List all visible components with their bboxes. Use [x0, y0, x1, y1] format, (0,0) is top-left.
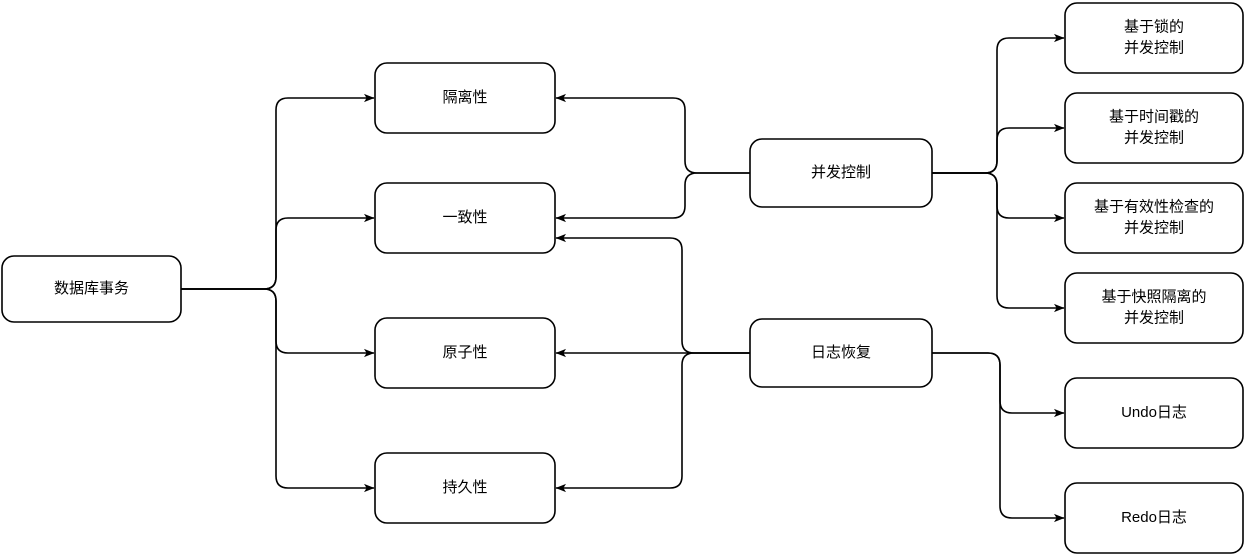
node-label-undo-log: Undo日志	[1121, 404, 1187, 421]
node-shape[interactable]	[374, 317, 556, 389]
node-label-line: Undo日志	[1121, 404, 1187, 421]
node-label-line: 并发控制	[811, 164, 871, 181]
node-label-line: 并发控制	[1124, 219, 1184, 236]
node-label-line: 基于有效性检查的	[1094, 198, 1214, 215]
node-label-database-transaction: 数据库事务	[54, 280, 129, 297]
node-shape[interactable]	[1, 255, 182, 323]
node-atomicity[interactable]: 原子性	[374, 317, 556, 389]
node-label-line: 数据库事务	[54, 280, 129, 297]
edge-concurrency-control-to-timestamp-based	[932, 123, 1065, 174]
node-label-line: 一致性	[442, 209, 487, 226]
node-durability[interactable]: 持久性	[374, 452, 556, 524]
node-shape[interactable]	[1064, 182, 1244, 254]
node-label-snapshot-isolation-based-concurrency-control: 基于快照隔离的并发控制	[1101, 288, 1206, 326]
edge-log-recovery-to-durability	[555, 352, 750, 493]
node-label-redo-log: Redo日志	[1121, 509, 1187, 526]
node-consistency[interactable]: 一致性	[374, 182, 556, 254]
node-label-consistency: 一致性	[442, 209, 487, 226]
node-label-durability: 持久性	[442, 479, 487, 496]
node-shape[interactable]	[374, 182, 556, 254]
node-shape[interactable]	[1064, 92, 1244, 164]
node-validation-based-concurrency-control[interactable]: 基于有效性检查的并发控制	[1064, 182, 1244, 254]
node-label-line: 原子性	[442, 344, 487, 361]
node-label-concurrency-control: 并发控制	[811, 164, 871, 181]
node-lock-based-concurrency-control[interactable]: 基于锁的并发控制	[1064, 2, 1244, 74]
edge-root-to-durability	[181, 288, 375, 493]
node-snapshot-isolation-based-concurrency-control[interactable]: 基于快照隔离的并发控制	[1064, 272, 1244, 344]
edge-root-to-isolation	[181, 93, 375, 290]
edge-log-recovery-to-undo-log	[932, 352, 1065, 418]
node-isolation[interactable]: 隔离性	[374, 62, 556, 134]
node-label-validation-based-concurrency-control: 基于有效性检查的并发控制	[1094, 198, 1214, 236]
node-label-log-recovery: 日志恢复	[811, 343, 871, 361]
node-concurrency-control[interactable]: 并发控制	[749, 138, 933, 208]
node-label-line: 基于快照隔离的	[1101, 288, 1206, 305]
node-shape[interactable]	[1064, 482, 1244, 554]
edges-layer	[181, 33, 1065, 523]
edge-concurrency-control-to-validation-based	[932, 172, 1065, 223]
node-label-line: 并发控制	[1124, 309, 1184, 326]
edge-concurrency-control-to-consistency	[555, 172, 750, 223]
node-label-timestamp-based-concurrency-control: 基于时间戳的并发控制	[1109, 108, 1199, 146]
edge-log-recovery-to-consistency	[555, 233, 750, 354]
edge-root-to-atomicity	[181, 288, 375, 358]
edge-root-to-consistency	[181, 213, 375, 290]
node-label-line: Redo日志	[1121, 509, 1187, 526]
node-label-line: 并发控制	[1124, 39, 1184, 56]
node-label-lock-based-concurrency-control: 基于锁的并发控制	[1124, 18, 1184, 56]
node-label-line: 日志恢复	[811, 343, 871, 361]
node-label-atomicity: 原子性	[442, 344, 487, 361]
node-label-line: 隔离性	[442, 89, 487, 106]
node-database-transaction[interactable]: 数据库事务	[1, 255, 182, 323]
node-shape[interactable]	[749, 138, 933, 208]
edge-log-recovery-to-redo-log	[932, 352, 1065, 523]
node-label-line: 基于锁的	[1124, 18, 1184, 35]
node-shape[interactable]	[374, 62, 556, 134]
node-label-line: 持久性	[442, 479, 487, 496]
node-label-line: 基于时间戳的	[1109, 108, 1199, 125]
node-label-line: 并发控制	[1124, 129, 1184, 146]
node-shape[interactable]	[374, 452, 556, 524]
edge-concurrency-control-to-snapshot-based	[932, 172, 1065, 313]
edge-concurrency-control-to-lock-based	[932, 33, 1065, 174]
node-undo-log[interactable]: Undo日志	[1064, 377, 1244, 449]
edge-concurrency-control-to-isolation	[555, 93, 750, 174]
node-shape[interactable]	[749, 318, 933, 388]
node-label-isolation: 隔离性	[442, 89, 487, 106]
node-log-recovery[interactable]: 日志恢复	[749, 318, 933, 388]
node-shape[interactable]	[1064, 377, 1244, 449]
node-timestamp-based-concurrency-control[interactable]: 基于时间戳的并发控制	[1064, 92, 1244, 164]
node-redo-log[interactable]: Redo日志	[1064, 482, 1244, 554]
node-shape[interactable]	[1064, 2, 1244, 74]
node-shape[interactable]	[1064, 272, 1244, 344]
